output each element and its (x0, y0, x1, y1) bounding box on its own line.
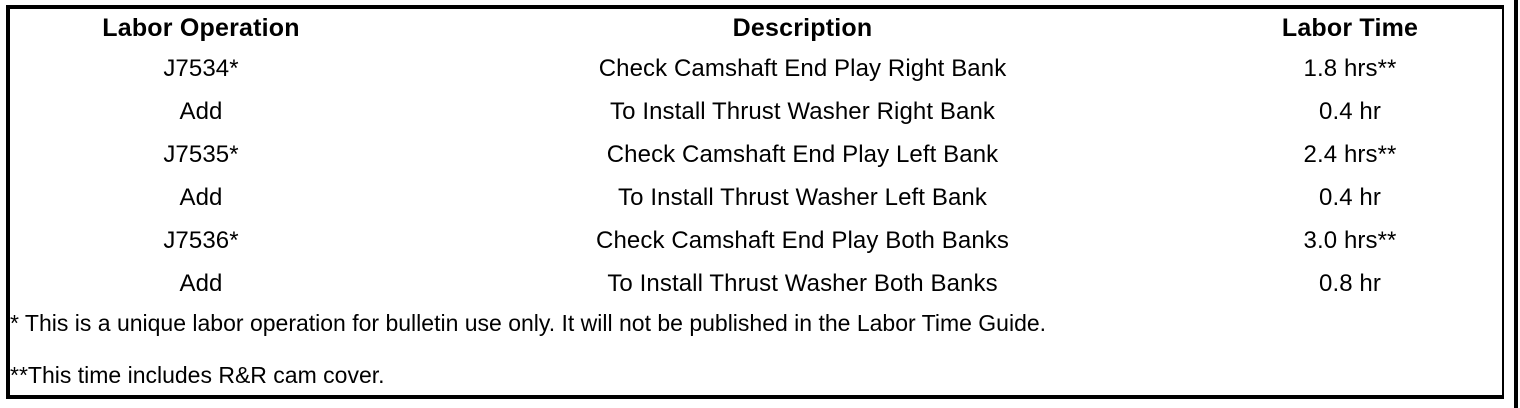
cell-description: Check Camshaft End Play Both Banks (392, 219, 1213, 262)
cell-description-value: Check Camshaft End Play Left Bank (606, 140, 999, 168)
cell-labor-time: 0.4 hr (1213, 90, 1487, 133)
cell-labor-operation: J7535* (10, 133, 392, 176)
cell-labor-time: 3.0 hrs** (1213, 219, 1487, 262)
cell-labor-operation-value: J7535* (163, 140, 239, 168)
cell-description: To Install Thrust Washer Right Bank (392, 90, 1213, 133)
cell-labor-time: 1.8 hrs** (1213, 47, 1487, 90)
table-header-row: Labor Operation Description Labor Time (10, 9, 1502, 47)
column-header-blank (1487, 9, 1502, 47)
cell-blank (1487, 262, 1502, 305)
table-row: J7535* Check Camshaft End Play Left Bank… (10, 133, 1502, 176)
table-row: Add To Install Thrust Washer Left Bank 0… (10, 176, 1502, 219)
cell-labor-operation: J7534* (10, 47, 392, 90)
page-margin-rule (1514, 0, 1518, 408)
cell-labor-operation: Add (10, 176, 392, 219)
column-header-description: Description (392, 9, 1213, 47)
cell-blank (1487, 219, 1502, 262)
cell-blank (1487, 133, 1502, 176)
cell-labor-time-value: 2.4 hrs** (1303, 140, 1397, 168)
labor-table-grid: Labor Operation Description Labor Time (10, 9, 1502, 395)
cell-labor-operation-value: Add (179, 269, 223, 297)
cell-blank (1487, 176, 1502, 219)
cell-labor-operation: Add (10, 262, 392, 305)
cell-labor-time-value: 0.4 hr (1319, 183, 1381, 211)
cell-blank (1487, 47, 1502, 90)
footnote-single-asterisk: * This is a unique labor operation for b… (10, 310, 1047, 337)
column-header-description-label: Description (732, 13, 873, 42)
cell-labor-operation-value: Add (179, 97, 223, 125)
cell-labor-time-value: 0.4 hr (1319, 97, 1381, 125)
table-body: J7534* Check Camshaft End Play Right Ban… (10, 47, 1502, 395)
column-header-labor-time: Labor Time (1213, 9, 1487, 47)
footnotes-cell: * This is a unique labor operation for b… (10, 305, 1502, 395)
cell-labor-operation-value: J7534* (163, 54, 239, 82)
cell-labor-operation-value: Add (179, 183, 223, 211)
cell-labor-time-value: 1.8 hrs** (1303, 54, 1397, 82)
cell-blank (1487, 90, 1502, 133)
table-row: Add To Install Thrust Washer Right Bank … (10, 90, 1502, 133)
cell-description: To Install Thrust Washer Left Bank (392, 176, 1213, 219)
cell-labor-time: 2.4 hrs** (1213, 133, 1487, 176)
cell-description: Check Camshaft End Play Right Bank (392, 47, 1213, 90)
column-header-labor-operation-label: Labor Operation (102, 13, 300, 42)
cell-description: To Install Thrust Washer Both Banks (392, 262, 1213, 305)
cell-description: Check Camshaft End Play Left Bank (392, 133, 1213, 176)
cell-labor-time: 0.4 hr (1213, 176, 1487, 219)
footnote-row: * This is a unique labor operation for b… (10, 305, 1502, 395)
cell-description-value: Check Camshaft End Play Right Bank (598, 54, 1007, 82)
cell-description-value: To Install Thrust Washer Left Bank (618, 183, 987, 211)
cell-labor-operation: Add (10, 90, 392, 133)
cell-description-value: To Install Thrust Washer Both Banks (607, 269, 998, 297)
column-header-labor-operation: Labor Operation (10, 9, 392, 47)
cell-labor-time-value: 3.0 hrs** (1303, 226, 1397, 254)
cell-labor-operation: J7536* (10, 219, 392, 262)
cell-labor-time-value: 0.8 hr (1319, 269, 1381, 297)
table-row: J7536* Check Camshaft End Play Both Bank… (10, 219, 1502, 262)
table-header: Labor Operation Description Labor Time (10, 9, 1502, 47)
cell-labor-time: 0.8 hr (1213, 262, 1487, 305)
cell-description-value: To Install Thrust Washer Right Bank (610, 97, 995, 125)
table-row: Add To Install Thrust Washer Both Banks … (10, 262, 1502, 305)
footnote-double-asterisk: **This time includes R&R cam cover. (10, 362, 385, 388)
labor-operation-table: Labor Operation Description Labor Time (6, 5, 1504, 399)
cell-description-value: Check Camshaft End Play Both Banks (596, 226, 1009, 254)
column-header-labor-time-label: Labor Time (1281, 13, 1419, 42)
cell-labor-operation-value: J7536* (163, 226, 239, 254)
table-row: J7534* Check Camshaft End Play Right Ban… (10, 47, 1502, 90)
